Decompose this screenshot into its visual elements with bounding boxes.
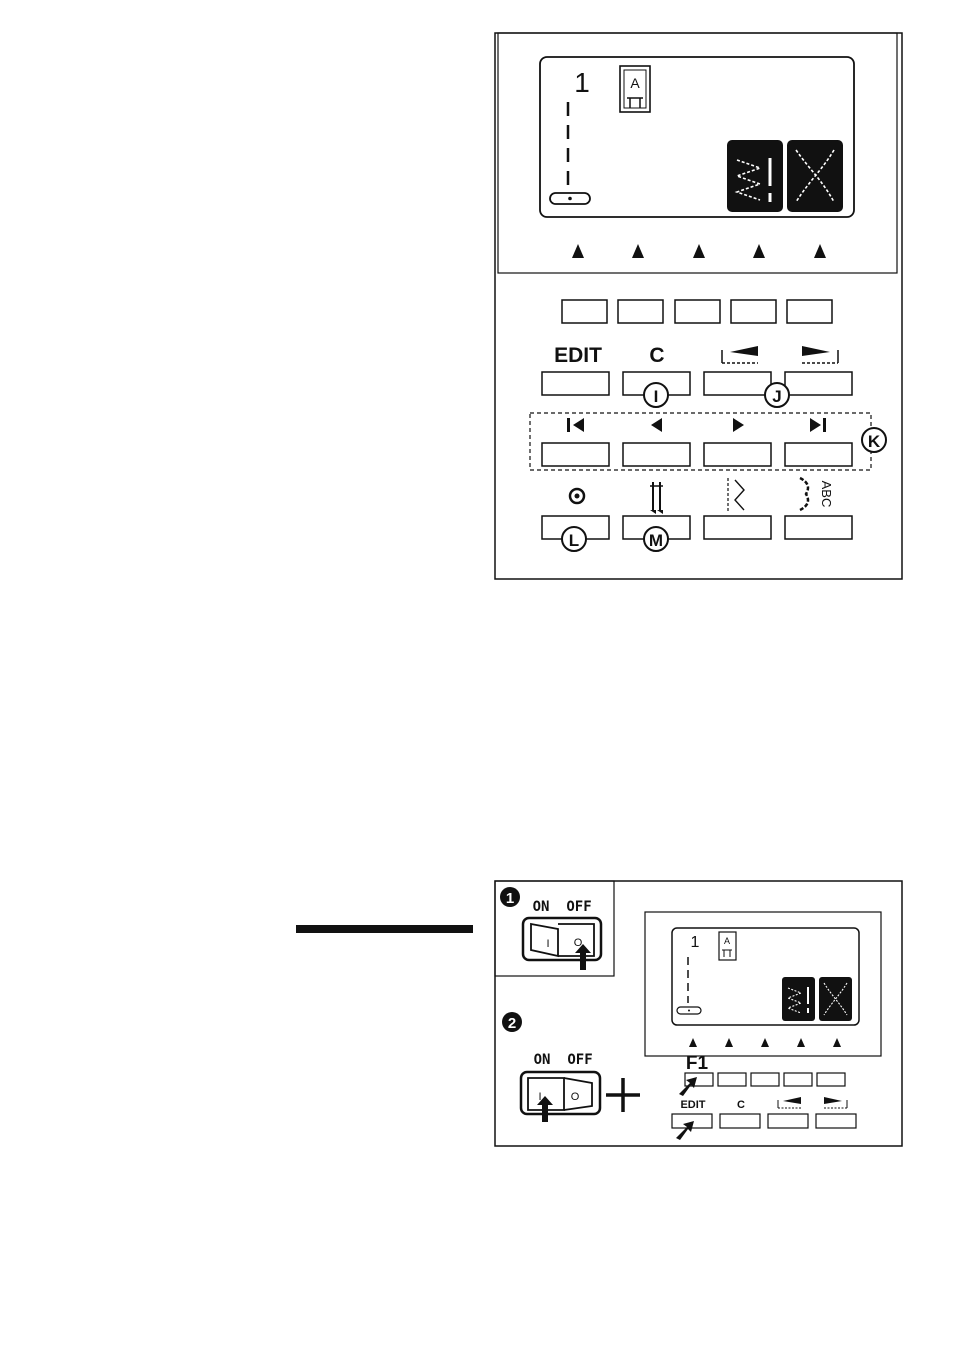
section-divider — [296, 925, 473, 933]
callout-m: M — [644, 527, 668, 551]
cursor-right-icon — [733, 418, 744, 432]
small-presser-foot-icon: A — [719, 932, 736, 960]
svg-text:1: 1 — [506, 890, 514, 907]
callout-l: L — [562, 527, 586, 551]
foot-letter: A — [630, 75, 640, 91]
svg-text:A: A — [724, 936, 730, 946]
callout-j: J — [765, 383, 789, 407]
step-2-on-label: ON — [534, 1052, 551, 1068]
step-1-on-label: ON — [533, 899, 550, 915]
cursor-end-icon — [810, 418, 826, 432]
memory-right-key[interactable] — [785, 372, 852, 395]
monogram-key[interactable] — [785, 516, 852, 539]
twin-needle-icon — [650, 482, 663, 514]
cursor-start-icon — [567, 418, 584, 432]
small-zigzag-stitch-icon — [782, 977, 815, 1021]
decorative-stitch-icon — [787, 140, 843, 212]
small-decorative-stitch-icon — [819, 977, 852, 1021]
small-memory-right-icon — [824, 1097, 847, 1108]
small-lcd-number: 1 — [691, 934, 700, 951]
svg-text:M: M — [649, 531, 663, 550]
svg-text:L: L — [569, 531, 579, 550]
step-1-off-label: OFF — [566, 899, 591, 915]
cursor-left-icon — [651, 418, 662, 432]
small-clear-key[interactable] — [720, 1114, 760, 1128]
svg-text:J: J — [772, 387, 781, 406]
edit-key-label: EDIT — [554, 344, 602, 367]
abc-label: ABC — [819, 481, 834, 508]
svg-text:2: 2 — [508, 1015, 516, 1032]
small-function-key-2[interactable] — [718, 1073, 746, 1086]
straight-stitch-icon — [550, 102, 590, 204]
auto-lock-icon — [570, 489, 584, 503]
small-function-key-5[interactable] — [817, 1073, 845, 1086]
function-key-1[interactable] — [562, 300, 607, 323]
function-key-3[interactable] — [675, 300, 720, 323]
memory-right-icon — [802, 346, 838, 363]
small-function-key-3[interactable] — [751, 1073, 779, 1086]
control-panel-diagram: 1 A — [495, 33, 902, 579]
f1-label: F1 — [686, 1053, 709, 1074]
small-function-key-4[interactable] — [784, 1073, 812, 1086]
cursor-start-key[interactable] — [542, 443, 609, 466]
memory-left-icon — [722, 346, 758, 363]
function-key-4[interactable] — [731, 300, 776, 323]
monogram-icon: ABC — [800, 478, 834, 510]
memory-left-key[interactable] — [704, 372, 771, 395]
function-key-2[interactable] — [618, 300, 663, 323]
startup-diagram: 1 ON OFF I O 2 ON OFF I O — [495, 881, 902, 1146]
small-memory-left-key[interactable] — [768, 1114, 808, 1128]
power-switch-off-icon: I O — [523, 918, 601, 970]
step-1-badge: 1 — [500, 887, 520, 907]
power-switch-on-icon: I O — [521, 1072, 600, 1122]
function-indicators — [572, 244, 826, 258]
callout-i: I — [644, 383, 668, 407]
small-clear-label: C — [737, 1099, 745, 1111]
function-key-5[interactable] — [787, 300, 832, 323]
svg-text:O: O — [571, 1091, 580, 1103]
plus-icon — [606, 1078, 640, 1112]
f1-press-arrow-icon — [679, 1077, 697, 1096]
step-2-off-label: OFF — [567, 1052, 592, 1068]
clear-key-label: C — [649, 344, 664, 367]
cursor-left-key[interactable] — [623, 443, 690, 466]
small-memory-right-key[interactable] — [816, 1114, 856, 1128]
lcd-pattern-number: 1 — [574, 67, 590, 98]
callout-k: K — [862, 428, 886, 452]
svg-text:I: I — [654, 387, 659, 406]
stitch-elongation-icon — [728, 478, 744, 512]
small-function-indicators — [689, 1038, 841, 1047]
svg-text:I: I — [546, 938, 549, 950]
small-straight-stitch-icon — [677, 957, 701, 1014]
svg-text:K: K — [868, 432, 881, 451]
presser-foot-icon: A — [620, 66, 650, 112]
elongation-key[interactable] — [704, 516, 771, 539]
step-2-badge: 2 — [502, 1012, 522, 1032]
function-keys — [562, 300, 832, 323]
cursor-end-key[interactable] — [785, 443, 852, 466]
zigzag-stitch-icon — [727, 140, 783, 212]
small-edit-label: EDIT — [680, 1099, 705, 1111]
edit-key[interactable] — [542, 372, 609, 395]
small-memory-left-icon — [778, 1097, 801, 1108]
cursor-right-key[interactable] — [704, 443, 771, 466]
